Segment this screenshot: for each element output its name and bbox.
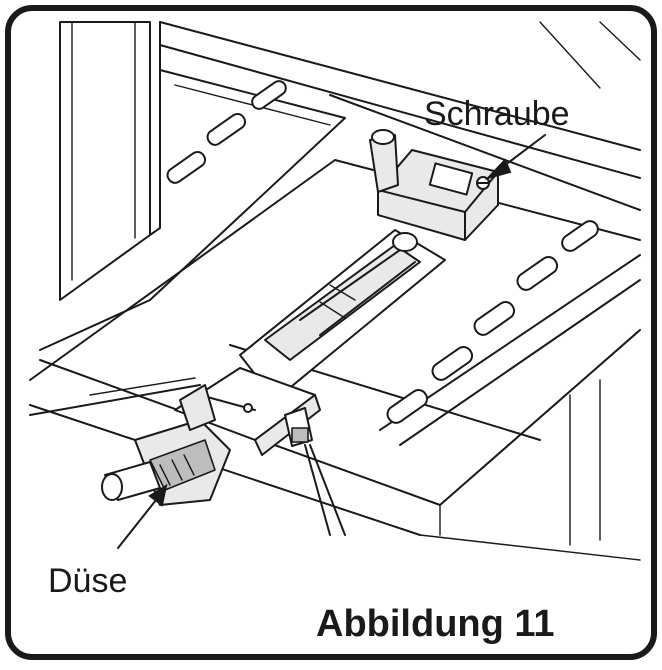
- screw-label: Schraube: [424, 95, 570, 133]
- screw-arrowhead: [484, 158, 512, 180]
- left-tray: [39, 69, 346, 351]
- nozzle-label: Düse: [48, 562, 127, 600]
- left-side-panel: [59, 21, 161, 301]
- screw-bracket: [369, 129, 499, 241]
- burner-channel: [239, 229, 446, 401]
- right-tray-slots: [379, 220, 641, 446]
- wires: [29, 377, 346, 536]
- pointer-arrows: [117, 134, 546, 549]
- line-drawing: [29, 21, 641, 561]
- figure-caption: Abbildung 11: [316, 603, 555, 645]
- top-rail: [159, 21, 641, 211]
- nozzle-tip: [101, 473, 123, 501]
- nozzle-assembly: [101, 384, 313, 506]
- main-plate: [29, 159, 641, 561]
- nozzle-arrowhead: [148, 483, 168, 507]
